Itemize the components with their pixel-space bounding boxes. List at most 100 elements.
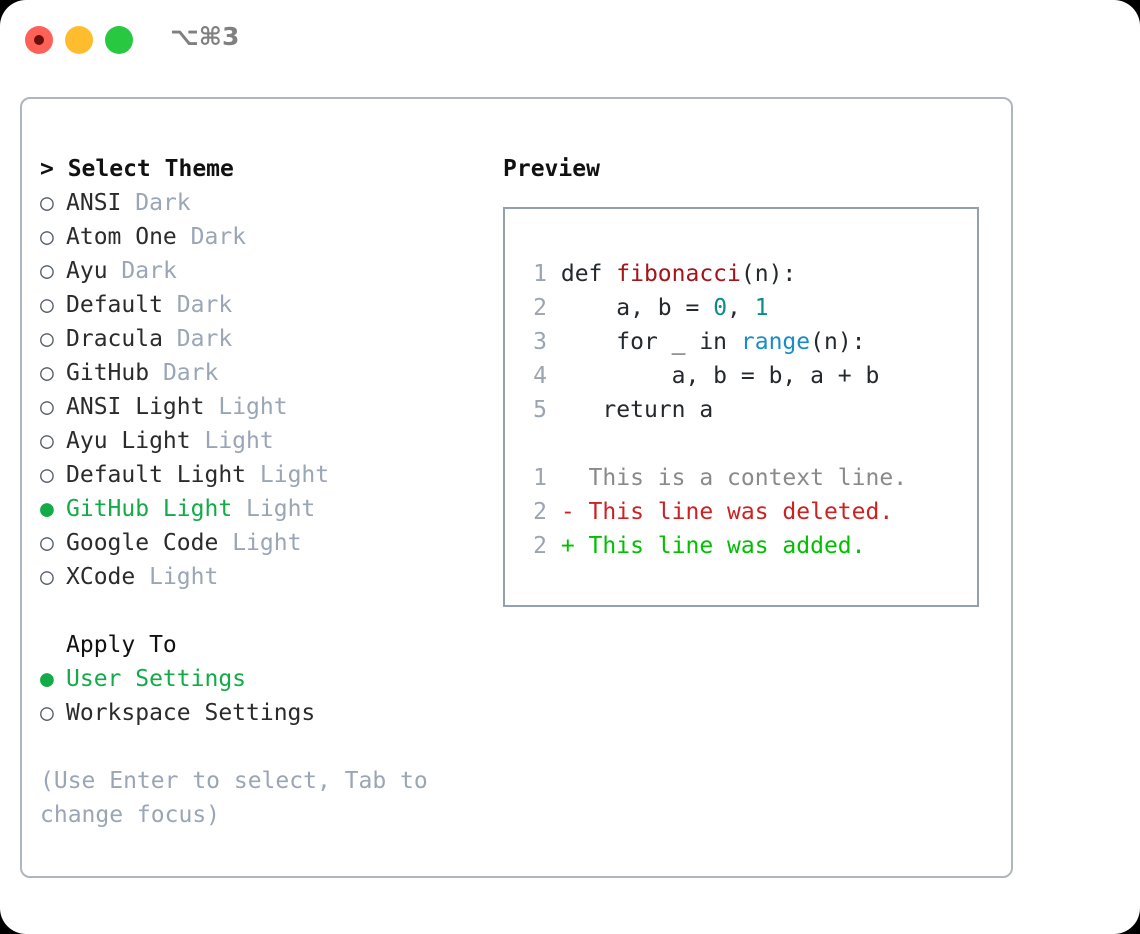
main-panel: > Select Theme ○ANSI Dark○Atom One Dark○…: [20, 97, 1013, 878]
radio-unselected-icon: ○: [40, 292, 54, 318]
code-line: 5 return a: [523, 393, 969, 427]
line-number: 1: [533, 465, 547, 491]
apply-to-list: ● User Settings ○Workspace Settings: [40, 662, 480, 730]
diff-line-text: + This line was added.: [560, 533, 866, 559]
close-icon: [34, 35, 44, 45]
line-number: 2: [533, 295, 547, 321]
theme-option-ansi-light[interactable]: ○ ANSI Light Light: [40, 390, 480, 424]
theme-option-tag: Light: [259, 462, 330, 488]
code-token: range: [740, 329, 811, 355]
diff-line-text: This is a context line.: [560, 465, 908, 491]
radio-unselected-icon: ○: [40, 258, 54, 284]
apply-to-option-workspace-settings[interactable]: ○Workspace Settings: [40, 696, 480, 730]
theme-option-tag: Light: [149, 564, 219, 590]
line-number: 3: [533, 329, 547, 355]
theme-option-tag: Dark: [135, 190, 191, 216]
code-token: a, b =: [560, 295, 714, 321]
theme-option-default-light[interactable]: ○ Default Light Light: [40, 458, 480, 492]
radio-unselected-icon: ○: [40, 428, 54, 454]
apply-to-option-label: Workspace Settings: [66, 700, 316, 726]
code-token: 1: [754, 295, 769, 321]
radio-unselected-icon: ○: [40, 394, 54, 420]
theme-option-tag: Dark: [176, 292, 233, 318]
theme-option-default[interactable]: ○ Default Dark: [40, 288, 480, 322]
apply-to-option-label: User Settings: [66, 666, 247, 692]
theme-option-label: Atom One: [66, 224, 177, 250]
apply-to-header: Apply To: [66, 632, 177, 658]
code-token: for _ in: [560, 329, 741, 355]
code-line: 3 for _ in range(n):: [523, 325, 969, 359]
diff-line: 2 - This line was deleted.: [523, 495, 969, 529]
radio-unselected-icon: ○: [40, 326, 54, 352]
theme-option-tag: Dark: [121, 258, 177, 284]
theme-option-github[interactable]: ○ GitHub Dark: [40, 356, 480, 390]
radio-unselected-icon: ○: [40, 564, 54, 590]
code-token: (n):: [740, 261, 797, 287]
code-spacer: [523, 427, 969, 461]
radio-unselected-icon: ○: [40, 224, 54, 250]
theme-option-tag: Light: [246, 496, 316, 522]
code-line: 2 a, b = 0, 1: [523, 291, 969, 325]
code-token: return a: [560, 397, 714, 423]
code-token: 0: [713, 295, 728, 321]
preview-column: Preview 1 def fibonacci(n):2 a, b = 0, 1…: [503, 152, 993, 607]
code-token: fibonacci: [616, 261, 741, 287]
theme-list: ○ ANSI Dark ○ Atom One Dark ○ Ayu Dark ○ Defaul…: [40, 186, 480, 594]
theme-option-label: Ayu Light: [66, 428, 191, 454]
theme-option-tag: Light: [232, 530, 302, 556]
theme-option-label: GitHub Light: [66, 496, 233, 522]
apply-to-section: Apply To ● User Settings ○Workspace Settin…: [40, 628, 480, 730]
code-token: def: [560, 261, 617, 287]
theme-option-label: Default: [66, 292, 163, 318]
theme-option-tag: Light: [204, 428, 274, 454]
theme-option-atom-one[interactable]: ○ Atom One Dark: [40, 220, 480, 254]
radio-selected-icon: ●: [40, 666, 54, 692]
theme-option-label: Default Light: [66, 462, 247, 488]
radio-unselected-icon: ○: [40, 190, 54, 216]
code-token: ,: [727, 295, 755, 321]
theme-option-ayu-light[interactable]: ○ Ayu Light Light: [40, 424, 480, 458]
line-number: 1: [533, 261, 547, 287]
theme-option-label: GitHub: [66, 360, 150, 386]
theme-option-label: Google Code: [66, 530, 219, 556]
theme-option-tag: Dark: [190, 224, 247, 250]
minimize-window-button[interactable]: [65, 26, 93, 54]
diff-line: 2 + This line was added.: [523, 529, 969, 563]
theme-option-label: ANSI: [66, 190, 122, 216]
code-line: 4 a, b = b, a + b: [523, 359, 969, 393]
theme-option-google-code[interactable]: ○ Google Code Light: [40, 526, 480, 560]
theme-option-tag: Light: [218, 394, 288, 420]
theme-option-xcode[interactable]: ○ XCode Light: [40, 560, 480, 594]
theme-option-tag: Dark: [162, 360, 219, 386]
code-token: (n):: [810, 329, 866, 355]
theme-option-github-light[interactable]: ● GitHub Light Light: [40, 492, 480, 526]
radio-unselected-icon: ○: [40, 462, 54, 488]
radio-selected-icon: ●: [40, 496, 54, 522]
theme-option-label: XCode: [66, 564, 136, 590]
theme-option-ayu[interactable]: ○ Ayu Dark: [40, 254, 480, 288]
code-token: a, b = b, a + b: [560, 363, 880, 389]
theme-option-dracula[interactable]: ○Dracula Dark: [40, 322, 480, 356]
diff-line: 1 This is a context line.: [523, 461, 969, 495]
radio-unselected-icon: ○: [40, 360, 54, 386]
line-number: 2: [533, 533, 547, 559]
apply-to-option-user-settings[interactable]: ● User Settings: [40, 662, 480, 696]
code-line: 1 def fibonacci(n):: [523, 257, 969, 291]
keyboard-hint-text: (Use Enter to select, Tab to change focu…: [40, 768, 428, 828]
title-bar: ⌥⌘3: [0, 0, 1140, 78]
line-number: 4: [533, 363, 547, 389]
line-number: 5: [533, 397, 547, 423]
theme-picker-column: > Select Theme ○ANSI Dark○Atom One Dark○…: [40, 152, 480, 832]
keyboard-shortcut-label: ⌥⌘3: [170, 22, 240, 51]
line-number: 2: [533, 499, 547, 525]
theme-option-tag: Dark: [176, 326, 233, 352]
theme-option-ansi[interactable]: ○ ANSI Dark: [40, 186, 480, 220]
radio-unselected-icon: ○: [40, 530, 54, 556]
theme-option-label: ANSI Light: [66, 394, 205, 420]
maximize-window-button[interactable]: [105, 26, 133, 54]
select-theme-header: > Select Theme: [40, 156, 234, 182]
theme-option-label: Ayu: [66, 258, 108, 284]
